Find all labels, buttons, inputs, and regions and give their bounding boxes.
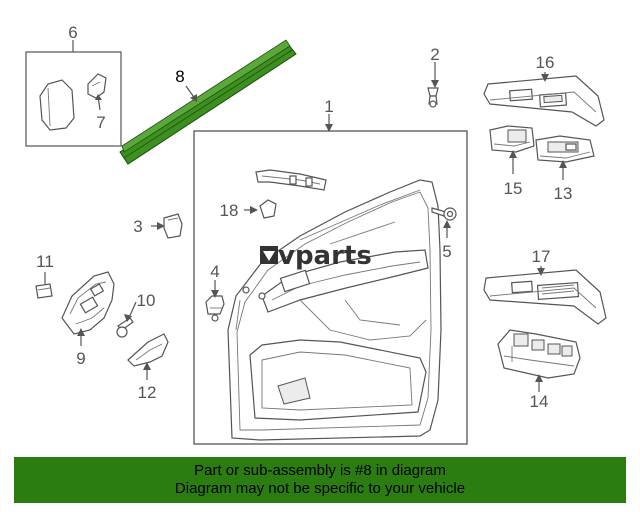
part-9-bracket [61, 271, 115, 335]
part-10-screw [116, 317, 134, 338]
part-13-switch [535, 135, 595, 163]
callout-15: 15 [504, 179, 523, 198]
callout-18: 18 [220, 201, 239, 220]
callout-10: 10 [137, 291, 156, 310]
part-6-group [25, 51, 122, 147]
part-16-switch-panel [483, 75, 605, 127]
callout-2: 2 [430, 45, 439, 64]
door-trim-panel [193, 130, 468, 445]
part-5-screw [431, 207, 457, 221]
parts-diagram: vparts 1 2 3 4 5 6 7 8 9 10 11 12 13 14 … [25, 23, 607, 445]
part-12-cover [127, 333, 169, 367]
part-17-switch-panel [483, 269, 607, 325]
vparts-watermark: vparts [260, 241, 372, 271]
callout-labels: 1 2 3 4 5 6 7 8 9 10 11 12 13 14 15 16 1… [36, 23, 572, 411]
callout-6: 6 [68, 23, 77, 42]
info-banner: Part or sub-assembly is #8 in diagram Di… [14, 457, 626, 503]
callout-4: 4 [210, 262, 219, 281]
callout-12: 12 [138, 383, 157, 402]
part-2-screw [427, 87, 439, 108]
callout-14: 14 [530, 392, 549, 411]
part-8-weatherstrip [119, 39, 297, 165]
part-3-clip [163, 213, 183, 239]
callout-1: 1 [324, 97, 333, 116]
callout-9: 9 [76, 349, 85, 368]
callout-3: 3 [133, 217, 142, 236]
callout-16: 16 [536, 53, 555, 72]
banner-line-2: Diagram may not be specific to your vehi… [174, 480, 466, 497]
watermark-text: vparts [278, 241, 372, 271]
callout-5: 5 [442, 242, 451, 261]
part-7-clip [87, 73, 107, 99]
banner-line-1: Part or sub-assembly is #8 in diagram [194, 462, 446, 479]
part-14-switch-assembly [497, 329, 581, 379]
callout-11: 11 [36, 252, 54, 271]
part-6-cap [39, 79, 75, 131]
arrowheads [77, 74, 567, 382]
callout-13: 13 [554, 184, 573, 203]
part-11-clip [35, 283, 53, 299]
part-4-clip [205, 295, 225, 322]
part-15-switch [489, 125, 535, 153]
panel-frame [193, 130, 468, 445]
part-18-handle-bracket [255, 169, 327, 219]
callout-8: 8 [175, 67, 184, 86]
callout-7: 7 [96, 113, 105, 132]
callout-17: 17 [532, 247, 551, 266]
